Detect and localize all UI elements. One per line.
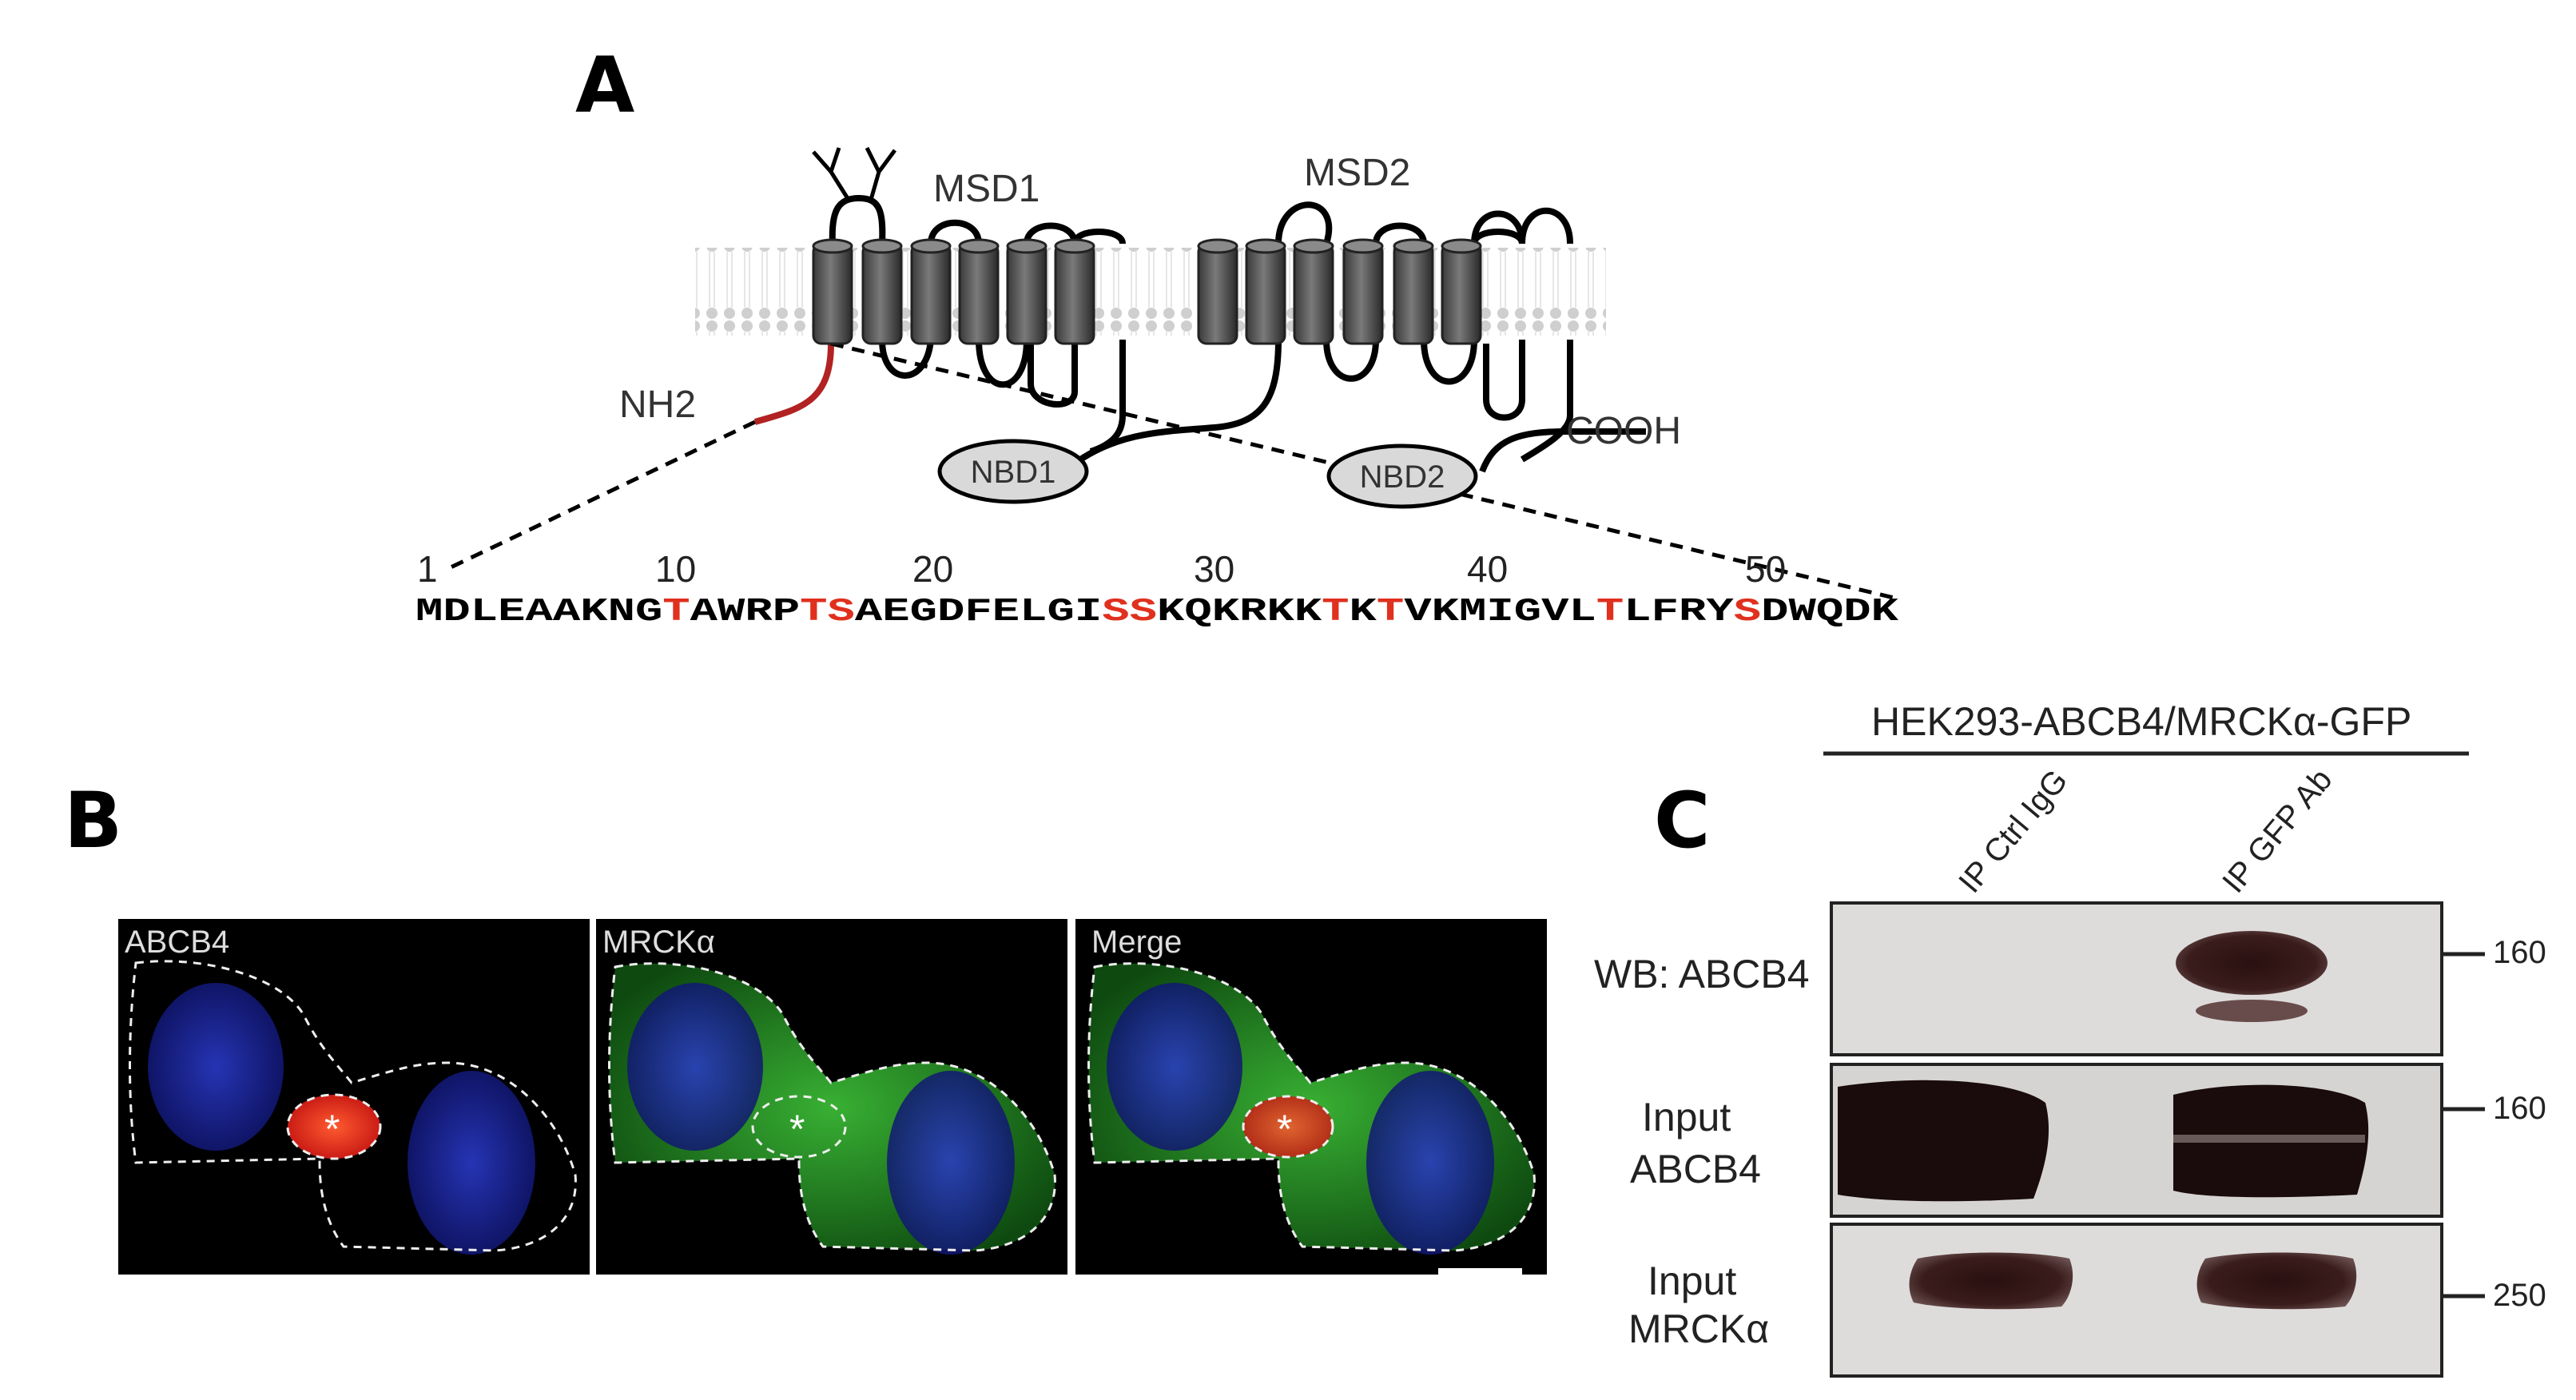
nbd2-domain: NBD2 — [1326, 443, 1478, 509]
cell-line-label: HEK293-ABCB4/MRCKα-GFP — [1871, 699, 2411, 744]
phospho-site-residue: T — [662, 594, 690, 630]
asterisk-marker: * — [1277, 1107, 1292, 1151]
nbd1-domain: NBD1 — [937, 439, 1089, 504]
sequence-segment: LFRY — [1624, 594, 1734, 630]
sequence-segment: K — [1350, 594, 1377, 630]
panel-c: C HEK293-ABCB4/MRCKα-GFP IP Ctrl IgG IP … — [1594, 699, 2546, 1378]
panel-a: A — [415, 41, 1899, 630]
linker-region — [1072, 339, 1282, 467]
sequence-segment: AWRP — [690, 594, 800, 630]
residue-ruler: 1 10 20 30 40 50 — [417, 548, 1786, 590]
msd2-helices — [1197, 238, 1482, 345]
tm-helix — [812, 238, 853, 345]
micrograph-mrcka: MRCKα * — [596, 919, 1067, 1275]
phospho-site-residue: SS — [1102, 594, 1157, 630]
msd2-loops — [1323, 207, 1573, 463]
glycosylation-icon — [812, 146, 897, 201]
n-terminal-segment — [753, 343, 834, 425]
nucleus — [148, 983, 284, 1151]
msd1-label: MSD1 — [933, 168, 1040, 210]
phospho-site-residue: T — [1596, 594, 1624, 630]
protein-band — [1838, 1080, 2049, 1202]
nh2-label: NH2 — [619, 384, 696, 426]
scale-bar — [1438, 1268, 1522, 1276]
msd2-first-loop — [1275, 201, 1333, 245]
phospho-site-residue: TS — [800, 594, 855, 630]
ruler-tick-label: 50 — [1745, 548, 1786, 590]
panel-a-letter: A — [575, 41, 634, 130]
molecular-weight-marker: 160 — [2493, 1091, 2546, 1126]
lane-label-gfp-ab: IP GFP Ab — [2216, 762, 2339, 900]
nucleus — [1366, 1071, 1494, 1255]
tm-helix — [1245, 238, 1286, 345]
tm-helix — [1342, 238, 1384, 345]
panel-b-letter: B — [64, 776, 122, 865]
tm-helix — [910, 238, 952, 345]
tm-helix — [1441, 238, 1482, 345]
western-blot-input-mrcka: Input MRCKα 250 — [1628, 1223, 2546, 1378]
asterisk-marker: * — [789, 1107, 805, 1151]
msd2-label: MSD2 — [1304, 152, 1410, 194]
sequence-segment: DWQDK — [1761, 594, 1898, 630]
image-label: ABCB4 — [125, 925, 229, 960]
tm-helix — [861, 238, 903, 345]
band-gap — [2173, 1135, 2365, 1143]
blot-label: MRCKα — [1628, 1307, 1769, 1351]
tm-helix — [1054, 238, 1095, 345]
asterisk-marker: * — [324, 1107, 340, 1151]
protein-band — [1909, 1252, 2073, 1310]
molecular-weight-marker: 250 — [2493, 1278, 2546, 1313]
msd1-helices — [812, 238, 1095, 345]
ruler-tick-label: 20 — [912, 548, 953, 590]
sequence-segment: VKMIGVL — [1404, 594, 1596, 630]
panel-b: B ABCB4 * MRCKα * — [64, 776, 1547, 1276]
red-signal — [288, 1095, 380, 1159]
western-blot-wb-abcb4: WB: ABCB4 160 — [1594, 901, 2546, 1056]
western-blot-input-abcb4: Input ABCB4 160 — [1630, 1063, 2546, 1218]
image-label: MRCKα — [602, 925, 715, 960]
cooh-label: COOH — [1566, 410, 1681, 452]
panel-c-letter: C — [1654, 776, 1710, 865]
image-label: Merge — [1091, 925, 1182, 960]
sequence-segment: KQKRKK — [1157, 594, 1322, 630]
blot-label: WB: ABCB4 — [1594, 952, 1810, 996]
lane-label-ctrl-igg: IP Ctrl IgG — [1952, 763, 2074, 900]
tm-helix — [958, 238, 1000, 345]
blot-label: Input — [1642, 1095, 1731, 1139]
phospho-site-residue: S — [1734, 594, 1761, 630]
sequence-segment: AEGDFELGI — [855, 594, 1102, 630]
phospho-site-residue: T — [1377, 594, 1404, 630]
nbd1-label: NBD1 — [971, 455, 1056, 490]
protein-band — [2196, 1252, 2357, 1310]
micrograph-abcb4: ABCB4 * — [118, 919, 590, 1275]
tm-helix — [1006, 238, 1047, 345]
n-terminal-dashed-tail — [446, 420, 757, 571]
ruler-tick-label: 1 — [417, 548, 438, 590]
nbd2-label: NBD2 — [1360, 459, 1445, 495]
red-signal — [1243, 1096, 1333, 1157]
protein-band — [2196, 1000, 2308, 1022]
nucleus — [627, 983, 763, 1151]
tm-helix — [1393, 238, 1434, 345]
c-terminal-segment — [1479, 428, 1646, 473]
ruler-tick-label: 30 — [1194, 548, 1234, 590]
ruler-tick-label: 40 — [1467, 548, 1508, 590]
tm-helix — [1293, 238, 1334, 345]
micrograph-merge: Merge * — [1075, 919, 1547, 1276]
blot-label: Input — [1648, 1259, 1736, 1303]
protein-band — [2176, 931, 2328, 995]
nucleus — [407, 1071, 535, 1255]
glycosylated-loop — [829, 194, 886, 245]
nucleus — [887, 1071, 1015, 1255]
molecular-weight-marker: 160 — [2493, 935, 2546, 970]
blot-label: ABCB4 — [1630, 1147, 1761, 1191]
sequence-segment: MDLEAAKNG — [415, 594, 662, 630]
tm-helix — [1197, 238, 1238, 345]
nucleus — [1107, 983, 1242, 1151]
phospho-site-residue: T — [1322, 594, 1349, 630]
ruler-tick-label: 10 — [655, 548, 696, 590]
